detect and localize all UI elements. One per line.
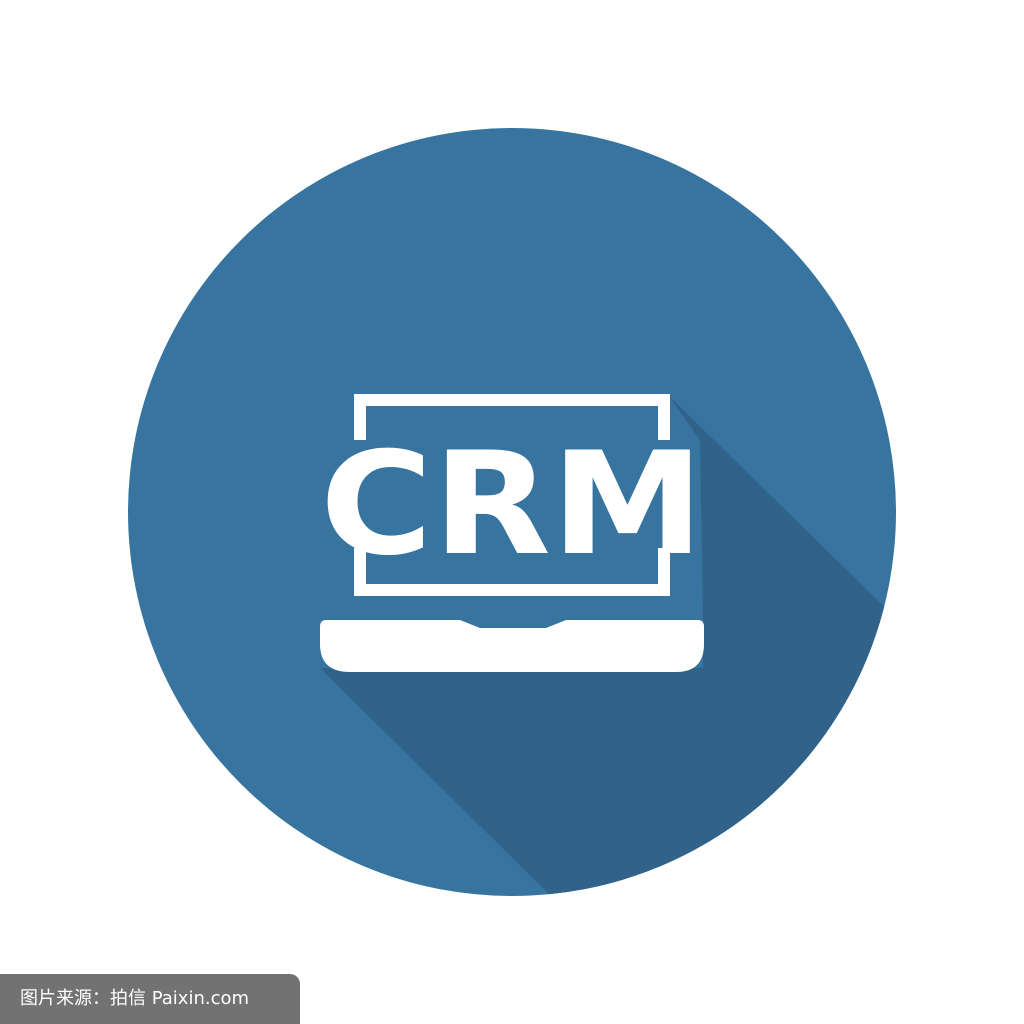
- crm-label: CRM: [320, 422, 704, 587]
- watermark-label: 图片来源：拍信 Paixin.com: [0, 974, 300, 1024]
- laptop-screen-icon: [354, 394, 670, 596]
- laptop-base-icon: [320, 620, 704, 672]
